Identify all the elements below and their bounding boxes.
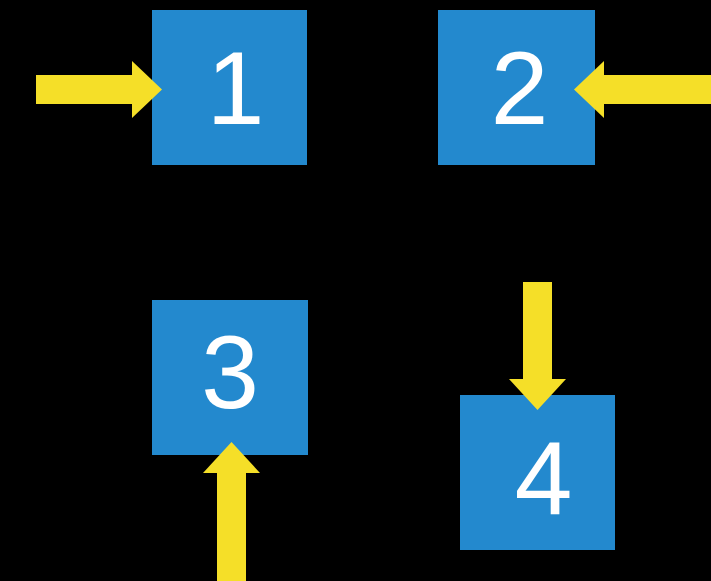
- node-4-label: 4: [514, 420, 573, 537]
- diagram-node-2[interactable]: 2: [438, 10, 595, 165]
- diagram-node-1[interactable]: 1: [152, 10, 307, 165]
- node-1-label: 1: [206, 30, 265, 147]
- diagram-node-4[interactable]: 4: [460, 395, 615, 550]
- arrow-right-icon: [36, 61, 162, 118]
- arrow-up-into-node-3[interactable]: [203, 442, 260, 581]
- arrow-up-icon: [203, 442, 260, 581]
- arrow-left-into-node-2[interactable]: [574, 61, 711, 118]
- diagram-node-3[interactable]: 3: [152, 300, 308, 455]
- arrow-left-icon: [574, 61, 711, 118]
- arrow-down-into-node-4[interactable]: [509, 282, 566, 410]
- node-2-label: 2: [490, 30, 549, 147]
- node-3-label: 3: [201, 314, 259, 431]
- arrow-right-into-node-1[interactable]: [36, 61, 162, 118]
- arrow-down-icon: [509, 282, 566, 410]
